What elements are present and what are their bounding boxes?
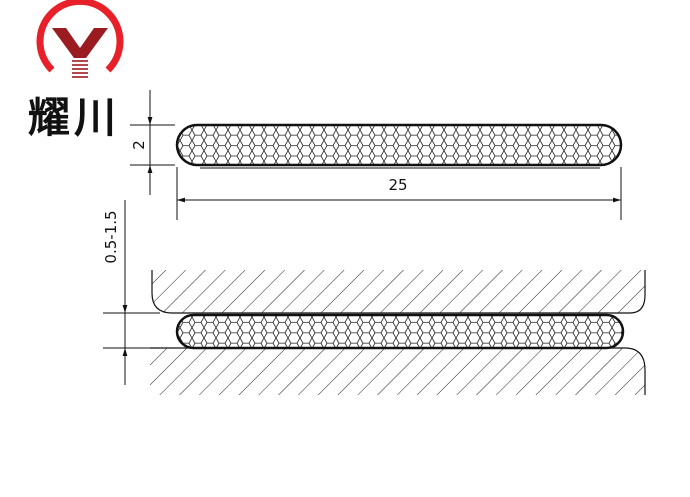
width-label: 25 (388, 176, 407, 194)
thickness-dimension (130, 90, 175, 195)
logo-ring (36, 0, 124, 73)
logo-screw-lines (72, 60, 88, 78)
logo-y-mark (52, 28, 108, 58)
gap-label: 0.5-1.5 (102, 210, 120, 263)
gasket-cross-section (175, 123, 623, 167)
lower-plate (150, 348, 645, 395)
logo (36, 0, 124, 78)
thickness-label: 2 (130, 140, 148, 150)
compressed-gasket (175, 313, 625, 350)
gap-dimension (103, 200, 160, 385)
upper-plate (152, 270, 645, 313)
logo-name: 耀川 (28, 93, 121, 142)
width-dimension (176, 167, 622, 220)
